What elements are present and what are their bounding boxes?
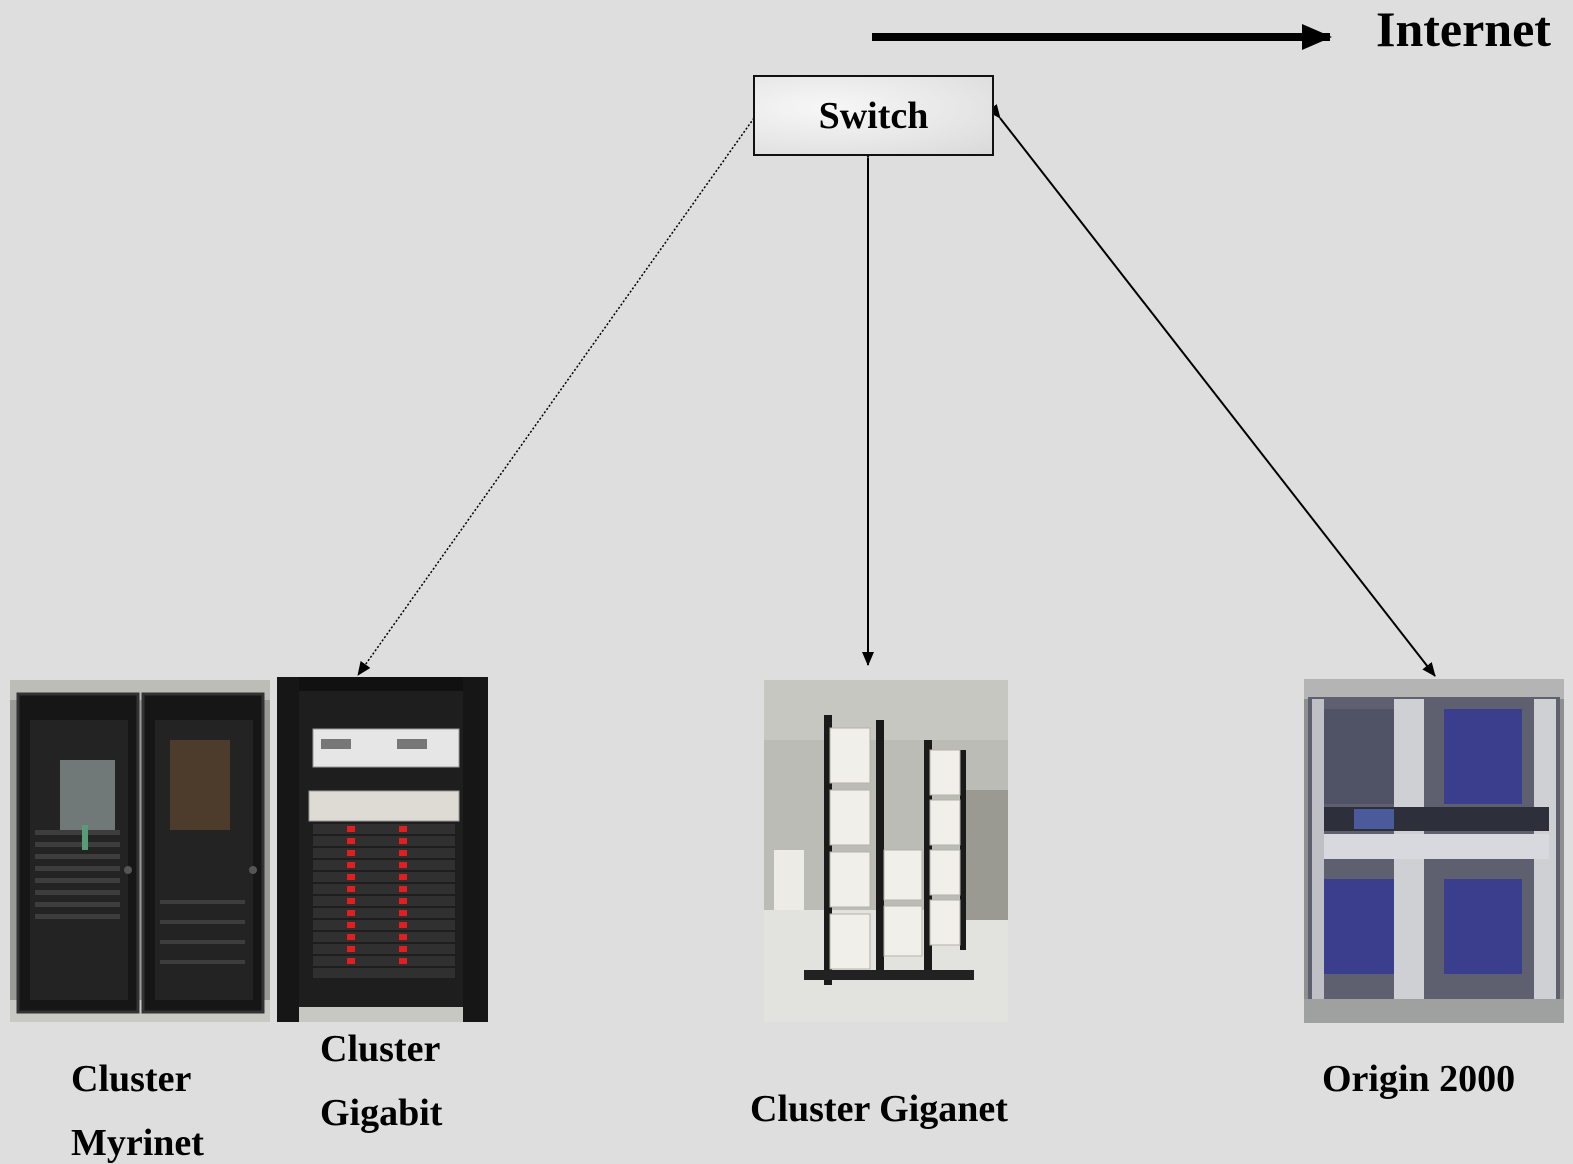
- internet-label: Internet: [1376, 1, 1551, 57]
- gigabit-label-line1: Cluster: [320, 1028, 441, 1070]
- switch-label: Switch: [818, 94, 929, 137]
- giganet-cluster-photo: [764, 680, 1008, 1022]
- myrinet-label-line1: Cluster: [71, 1058, 192, 1100]
- origin-label: Origin 2000: [1322, 1058, 1516, 1100]
- myrinet-label-line2: Myrinet: [71, 1122, 204, 1164]
- gigabit-label-line2: Gigabit: [320, 1092, 443, 1134]
- gigabit-cluster-photo: [277, 677, 488, 1022]
- link-switch-gigabit: [357, 103, 767, 676]
- origin-2000-photo: [1304, 679, 1564, 1023]
- link-switch-origin: [987, 104, 1436, 677]
- giganet-label: Cluster Giganet: [750, 1088, 1008, 1130]
- switch-node: Switch: [753, 75, 994, 156]
- myrinet-cluster-photo: [10, 680, 270, 1022]
